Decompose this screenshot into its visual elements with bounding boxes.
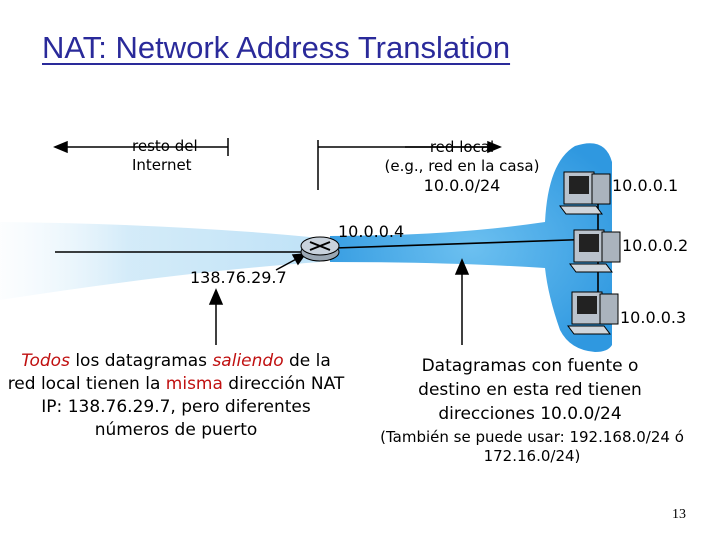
emph-saliendo: saliendo [212,351,284,371]
computer-icon [559,171,611,215]
page-number: 13 [672,507,686,522]
host2-ip: 10.0.0.2 [622,236,689,255]
computer-icon [567,291,619,335]
router-inside-ip: 10.0.0.4 [338,222,405,241]
internet-label-line1: resto del [132,137,198,155]
router-icon [300,236,340,262]
router-outside-ip: 138.76.29.7 [190,268,287,287]
note-left-text-1: los datagramas [69,351,213,371]
note-left-text-2: de la red local tienen la [7,351,331,394]
local-network-label: red local (e.g., red en la casa) 10.0.0/… [372,138,552,195]
internet-glow [0,222,320,300]
slide-title: NAT: Network Address Translation [42,30,511,65]
computer-icon [569,229,621,273]
local-network-label-line2: (e.g., red en la casa) [384,157,540,175]
lan-bus [334,238,599,249]
note-left-text-3: dirección NAT IP: 138.76.29.7, pero dife… [41,374,345,440]
local-network-label-line3: 10.0.0/24 [423,176,501,195]
local-extent-arrow [317,140,502,190]
note-left: Todos los datagramas saliendo de la red … [6,350,346,442]
note-right: Datagramas con fuente o destino en esta … [418,356,642,424]
local-network-area [330,143,612,352]
internet-label-line2: Internet [132,156,192,174]
note-right-sub: (También se puede usar: 192.168.0/24 ó 1… [380,428,684,465]
internet-label: resto del Internet [132,137,198,175]
emph-misma: misma [165,374,223,394]
internet-extent-arrow [53,138,229,156]
local-network-label-line1: red local [429,138,495,156]
emph-todos: Todos [21,351,70,371]
host3-ip: 10.0.0.3 [620,308,687,327]
host1-ip: 10.0.0.1 [612,176,679,195]
